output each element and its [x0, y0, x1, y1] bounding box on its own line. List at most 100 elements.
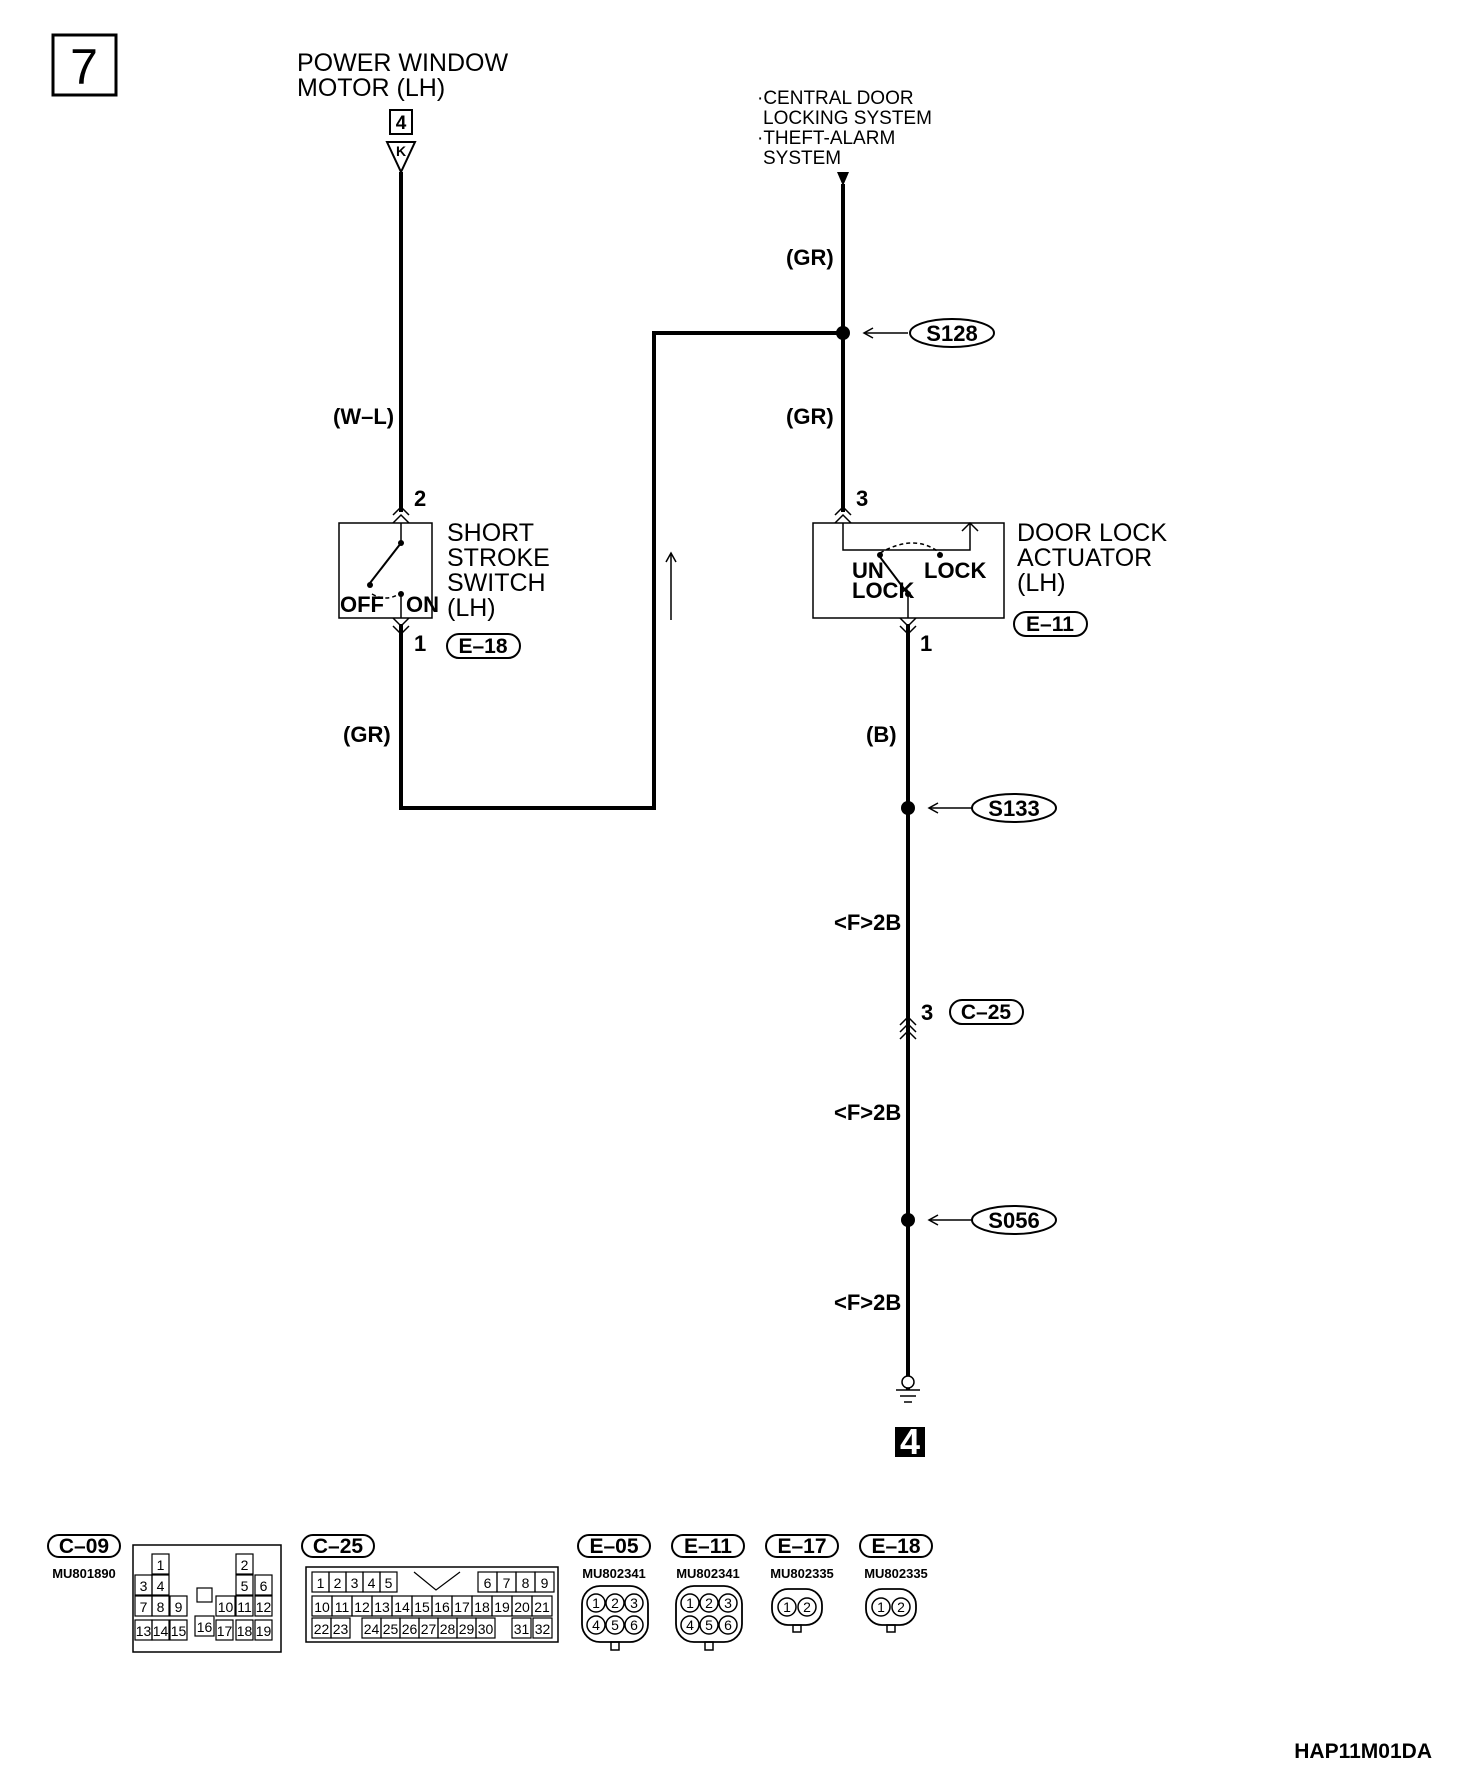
- junction-c25: 3 C–25: [899, 999, 1024, 1040]
- wire-gr-top: (GR): [786, 245, 834, 270]
- central-door-label-3: ·THEFT-ALARM: [757, 128, 895, 149]
- central-door-arrow: [837, 172, 849, 186]
- c25-pin-10: 10: [314, 1599, 330, 1615]
- e18-body-pin-ring-1: [871, 1597, 891, 1617]
- e11-body-pin-ring-1: [680, 1593, 700, 1613]
- c25-pin-22: 22: [314, 1621, 330, 1637]
- connector-e11-legend-label: E–11: [684, 1535, 732, 1558]
- c09-pin-2-box: [235, 1553, 254, 1575]
- e18-body-pin-ring-2: [891, 1597, 911, 1617]
- c25-pin-28: 28: [440, 1621, 456, 1637]
- e11-body-pin-4: 4: [686, 1617, 694, 1633]
- terminal-k-symbol: K: [385, 141, 417, 175]
- wire-f2b-3: <F>2B: [834, 1290, 901, 1315]
- central-door-label-1: ·CENTRAL DOOR: [757, 88, 914, 109]
- connector-c09-label: C–09: [59, 1535, 109, 1558]
- c09-pin-6: 6: [260, 1578, 268, 1594]
- e05-body-pin-ring-1: [586, 1593, 606, 1613]
- c25-pin-26: 26: [402, 1621, 418, 1637]
- e05-body-pin-ring-3: [624, 1593, 644, 1613]
- c25-pin-4: 4: [368, 1575, 376, 1591]
- e18-body-shell: [865, 1588, 917, 1626]
- c09-pin-15-box: [169, 1619, 188, 1641]
- e05-body-pin-ring-2: [605, 1593, 625, 1613]
- e05-body-pin-6: 6: [630, 1617, 638, 1633]
- c25-pin-31-box: [511, 1617, 532, 1639]
- c25-pin-20: 20: [514, 1599, 530, 1615]
- e17-body-pin-ring-1: [777, 1597, 797, 1617]
- c25-pin-23: 23: [333, 1621, 349, 1637]
- actuator-lock-label: LOCK: [924, 558, 986, 583]
- c09-pin-5-box: [235, 1574, 254, 1596]
- c09-pin-19-box: [254, 1619, 273, 1641]
- connector-e18-legend-label: E–18: [871, 1535, 920, 1558]
- c09-pin-18: 18: [237, 1623, 253, 1639]
- c09-pin-10: 10: [218, 1599, 234, 1615]
- c09-pin-9-box: [169, 1595, 188, 1617]
- footer-code: HAP11M01DA: [1294, 1740, 1432, 1763]
- wire-b: (B): [866, 722, 897, 747]
- connector-c25-label: C–25: [313, 1535, 364, 1558]
- actuator-unlock-label-2: LOCK: [852, 578, 914, 603]
- e18-body-key: [886, 1624, 896, 1633]
- connector-e18-tag-label: E–18: [458, 635, 507, 658]
- switch-label-2: STROKE: [447, 544, 550, 572]
- e05-body-pin-2: 2: [611, 1595, 619, 1611]
- actuator-pin-bottom: 1: [920, 631, 932, 656]
- c09-pin-2: 2: [241, 1557, 249, 1573]
- actuator-label-3: (LH): [1017, 569, 1066, 597]
- switch-off-label: OFF: [340, 592, 384, 617]
- splice-s133-label: S133: [988, 796, 1039, 821]
- e17-body-pin-ring-2: [797, 1597, 817, 1617]
- c25-pin-8: 8: [522, 1575, 530, 1591]
- connector-c09-part: MU801890: [52, 1566, 116, 1581]
- e17-body-key: [792, 1624, 802, 1633]
- e18-body-pin-1: 1: [877, 1599, 885, 1615]
- e05-body-pin-ring-5: [605, 1615, 625, 1635]
- c25-pin-30: 30: [478, 1621, 494, 1637]
- c09-pin-7: 7: [140, 1599, 148, 1615]
- e05-body-pin-3: 3: [630, 1595, 638, 1611]
- actuator-label-2: ACTUATOR: [1017, 544, 1152, 572]
- c25-pin-18: 18: [474, 1599, 490, 1615]
- ground-symbol: [896, 1375, 920, 1403]
- c09-pin-4: 4: [157, 1578, 165, 1594]
- c09-latch: [196, 1587, 213, 1603]
- c09-pin-18-box: [235, 1619, 254, 1641]
- e11-body-pin-ring-3: [718, 1593, 738, 1613]
- wire-f2b-1: <F>2B: [834, 910, 901, 935]
- door-lock-actuator: UN LOCK LOCK: [812, 505, 1005, 636]
- c09-pin-10-box: [215, 1595, 236, 1617]
- c25-pin-6: 6: [484, 1575, 492, 1591]
- switch-pin-top: 2: [414, 486, 426, 511]
- c09-pin-17: 17: [217, 1623, 233, 1639]
- c25-pin-32: 32: [535, 1621, 551, 1637]
- terminal-k-label: K: [396, 143, 406, 159]
- e05-body-pin-ring-4: [586, 1615, 606, 1635]
- junction-c25-label: C–25: [961, 1001, 1012, 1024]
- c25-pin-9-box: [534, 1571, 555, 1593]
- switch-label-4: (LH): [447, 594, 496, 622]
- connector-e18-part: MU802335: [864, 1566, 928, 1581]
- c25-pin-19: 19: [494, 1599, 510, 1615]
- e05-body-pin-ring-6: [624, 1615, 644, 1635]
- c25-pin-32-box: [532, 1617, 553, 1639]
- e05-body-pin-4: 4: [592, 1617, 600, 1633]
- wires: [399, 172, 910, 1390]
- power-window-motor-label-1: POWER WINDOW: [297, 49, 508, 77]
- e05-body-pin-1: 1: [592, 1595, 600, 1611]
- connector-e11-tag-label: E–11: [1026, 613, 1074, 636]
- c25-pin-11: 11: [335, 1599, 350, 1615]
- connector-e18-tag: E–18: [446, 633, 521, 659]
- wire-w-l: (W–L): [333, 404, 394, 429]
- e18-body-pin-2: 2: [897, 1599, 905, 1615]
- c09-pin-17-box: [215, 1619, 234, 1641]
- splice-s128-label: S128: [926, 321, 977, 346]
- c25-pin-21-box: [531, 1595, 553, 1617]
- connector-e17-part: MU802335: [770, 1566, 834, 1581]
- c25-pin-27: 27: [421, 1621, 437, 1637]
- central-door-label-4: SYSTEM: [763, 148, 841, 169]
